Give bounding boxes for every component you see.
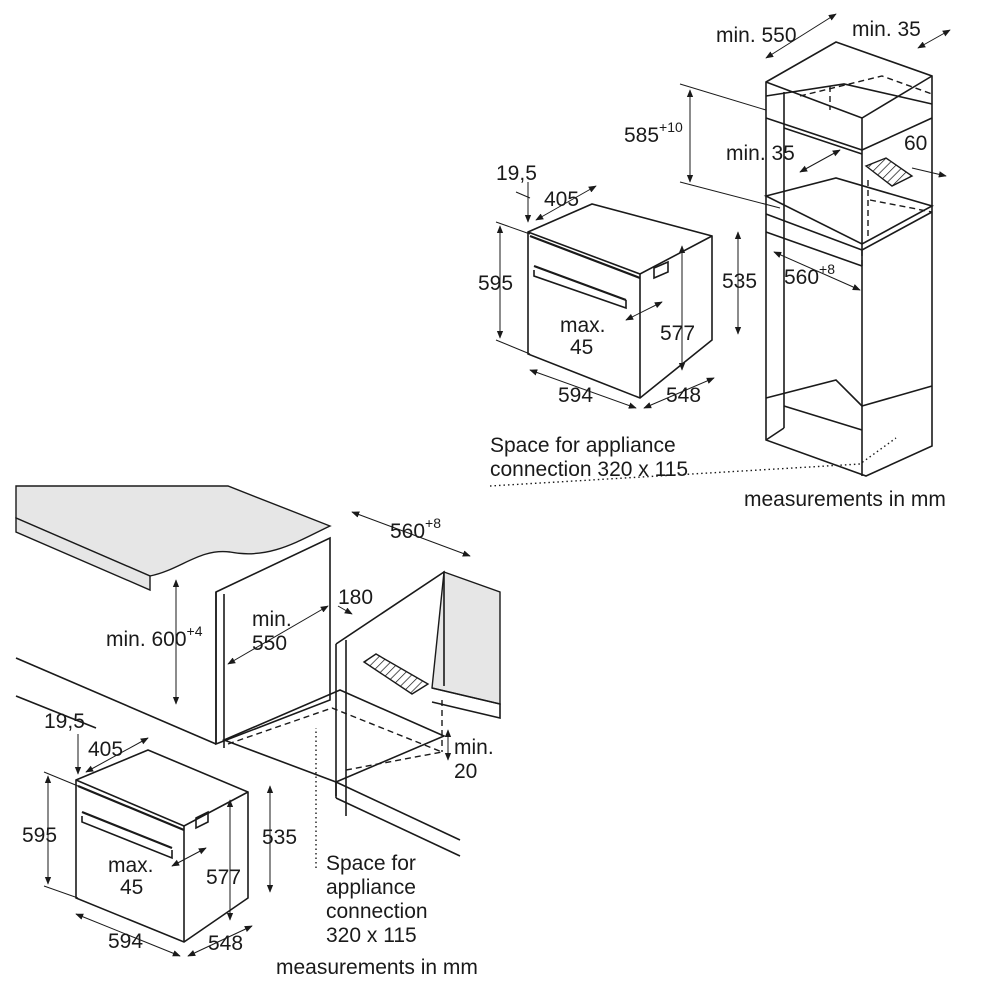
top-depth-label: 548 [666, 384, 701, 407]
bot-note-line-3: connection [326, 900, 428, 923]
bot-note-line-2: appliance [326, 876, 416, 899]
bot-gap-label-1: min. [454, 736, 494, 759]
top-depth-top-label: 405 [544, 188, 579, 211]
vent-label: 60 [904, 132, 927, 155]
top-handle-label-2: 45 [570, 336, 593, 359]
bot-depth-label-oven: 548 [208, 932, 243, 955]
top-note-line-2: connection 320 x 115 [490, 458, 688, 481]
bot-note-line-1: Space for [326, 852, 416, 875]
bot-gap-label-2: 20 [454, 760, 477, 783]
gap-label: min. 35 [726, 142, 795, 165]
bot-side-height-label: 535 [262, 826, 297, 849]
bot-handle-label-1: max. [108, 854, 154, 877]
top-side-height-label: 535 [722, 270, 757, 293]
top-oven-drawing [489, 182, 897, 487]
top-height-label: 595 [478, 272, 513, 295]
bot-body-height-label: 577 [206, 866, 241, 889]
bot-units-label: measurements in mm [276, 956, 478, 979]
bot-depth-top-label: 405 [88, 738, 123, 761]
bot-niche-depth-label: 560+8 [390, 515, 441, 543]
bot-vent-label: 180 [338, 586, 373, 609]
bot-height-label-oven: 595 [22, 824, 57, 847]
bot-height-label: min. 600+4 [106, 623, 203, 651]
niche-depth-label: 560+8 [784, 261, 835, 289]
bot-width-label-oven: 594 [108, 930, 143, 953]
bottom-oven-drawing [43, 734, 274, 957]
under-counter-drawing [15, 485, 501, 868]
top-note-line-1: Space for appliance [490, 434, 676, 457]
bot-note-line-4: 320 x 115 [326, 924, 417, 947]
top-body-height-label: 577 [660, 322, 695, 345]
top-width-label: 594 [558, 384, 593, 407]
tall-cabinet-drawing [679, 13, 951, 477]
bot-handle-label-2: 45 [120, 876, 143, 899]
cab-width-label: min. 550 [716, 24, 797, 47]
top-units-label: measurements in mm [744, 488, 946, 511]
niche-height-label: 585+10 [624, 119, 683, 147]
top-handle-label-1: max. [560, 314, 606, 337]
bot-width-label-2: 550 [252, 632, 287, 655]
bot-fascia-label: 19,5 [44, 710, 85, 733]
bot-width-label-1: min. [252, 608, 292, 631]
top-fascia-label: 19,5 [496, 162, 537, 185]
cab-side-label: min. 35 [852, 18, 921, 41]
